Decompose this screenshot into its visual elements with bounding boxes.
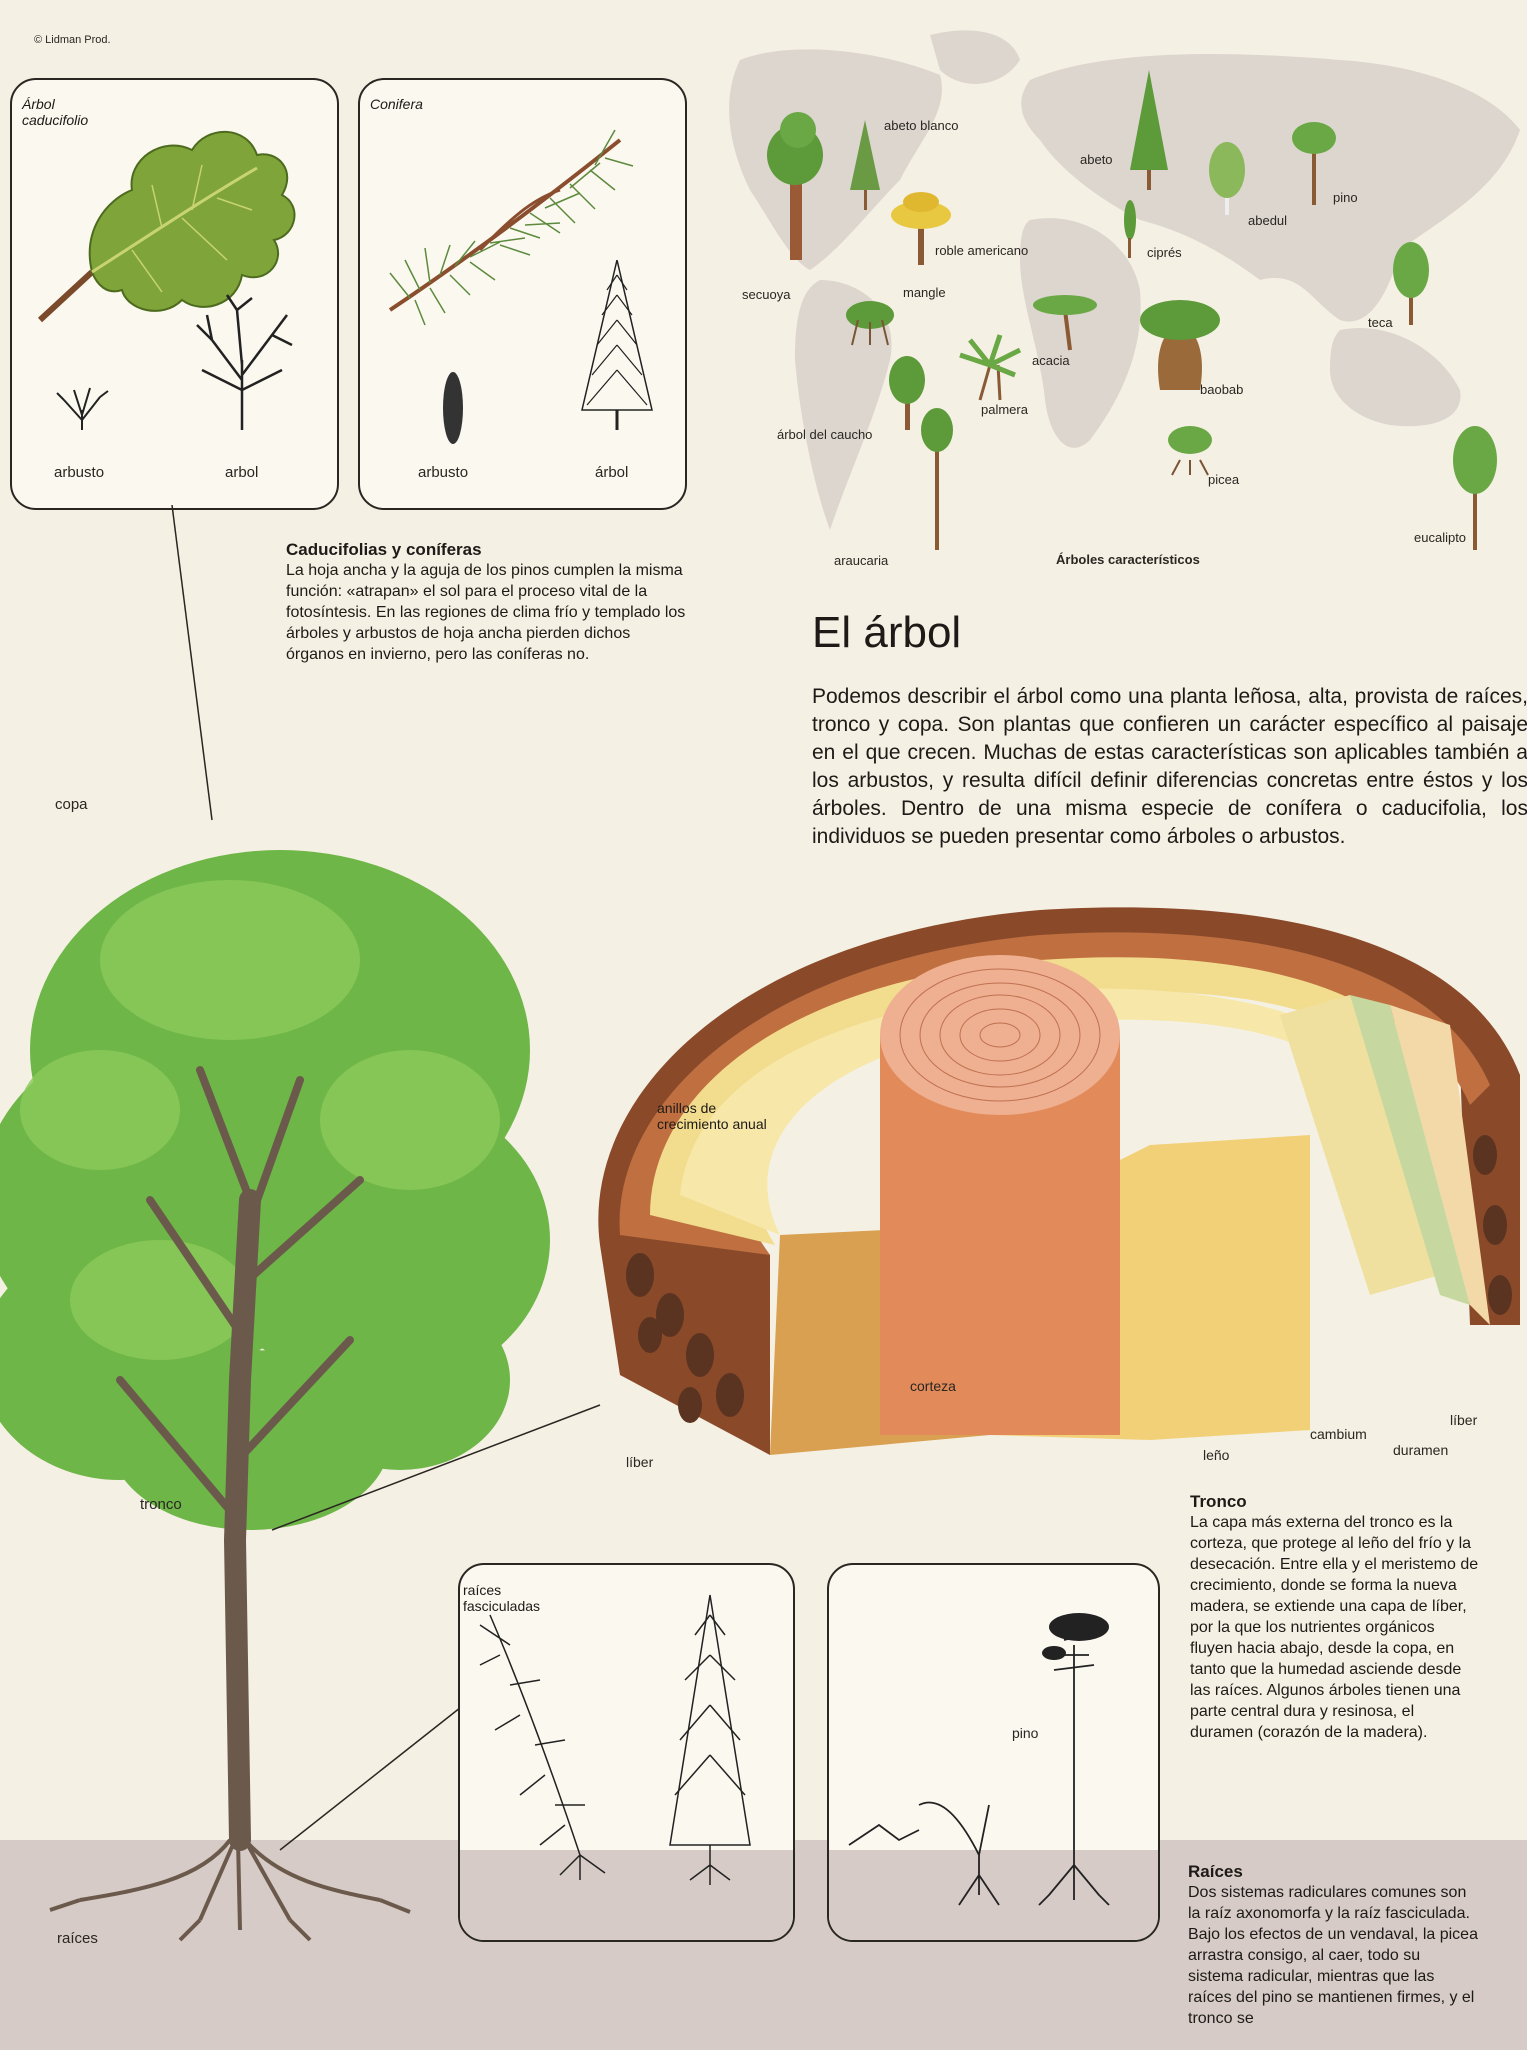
tronco-text: La capa más externa del tronco es la cor… [1190, 1514, 1479, 1741]
map-label-acacia: acacia [1032, 353, 1070, 368]
map-label-mangle: mangle [903, 285, 946, 300]
map-caption: Árboles característicos [1056, 552, 1200, 567]
tree-secuoya-icon [767, 112, 823, 260]
panel-caducifolio-shrub-label: arbusto [54, 464, 105, 481]
map-label-teca: teca [1368, 315, 1393, 330]
tree-abedul-icon [1209, 142, 1245, 215]
tree-mangle-icon [846, 301, 894, 346]
pino-illustration [848, 1613, 1110, 1906]
panel-caducifolio-title: Árbol caducifolio [22, 96, 89, 128]
panel-conifera-title: Conifera [370, 96, 423, 112]
map-label-pino: pino [1333, 190, 1358, 205]
raices-section: Raíces Dos sistemas radiculares comunes … [1188, 1862, 1478, 2050]
tree-abeto-blanco-icon [850, 120, 880, 210]
tree-roble-icon [891, 192, 951, 265]
intro-paragraph: Podemos describir el árbol como una plan… [812, 685, 1527, 848]
conifer-shrub-icon [443, 372, 463, 444]
tronco-section: Tronco La capa más externa del tronco es… [1190, 1492, 1480, 1743]
label-duramen: duramen [1393, 1442, 1449, 1458]
label-tronco: tronco [140, 1496, 182, 1513]
panel-pino-ground [829, 1850, 1158, 1940]
page-title: El árbol [812, 608, 962, 657]
tree-acacia-icon [1033, 295, 1097, 351]
label-anillos: anillos de crecimiento anual [657, 1100, 767, 1132]
map-label-cipres: ciprés [1147, 245, 1182, 260]
panel-conifera: Conifera arbusto árbol [358, 78, 687, 510]
map-label-abedul: abedul [1248, 213, 1288, 228]
label-cambium: cambium [1310, 1426, 1367, 1442]
map-trees [767, 70, 1497, 550]
panel-conifera-shrub-label: arbusto [418, 464, 469, 481]
label-liber-left: líber [626, 1454, 654, 1470]
label-leno: leño [1203, 1447, 1230, 1463]
big-tree-illustration [0, 850, 550, 1942]
panel-raices-pino: pino [827, 1563, 1160, 1942]
tronco-title: Tronco [1190, 1492, 1247, 1511]
bare-shrub-icon [56, 387, 109, 430]
tree-baobab-icon [1140, 300, 1220, 390]
map-label-secuoya: secuoya [742, 287, 791, 302]
panel-caducifolio: Árbol caducifolio arbusto arbol [10, 78, 339, 510]
trunk-connector-lines [271, 1404, 601, 1851]
caducifolias-text: La hoja ancha y la aguja de los pinos cu… [286, 562, 686, 663]
label-copa: copa [55, 796, 88, 813]
tree-cipres-icon [1124, 200, 1136, 258]
map-label-eucalipto: eucalipto [1414, 530, 1467, 545]
conifer-tree-icon [581, 260, 653, 430]
map-label-araucaria: araucaria [834, 553, 889, 568]
pine-branch-illustration [388, 129, 634, 326]
tree-araucaria-icon [921, 408, 953, 550]
label-corteza: corteza [910, 1378, 956, 1394]
panel-caducifolio-tree-label: arbol [225, 464, 259, 481]
tree-picea-icon [1168, 426, 1212, 476]
tree-pino-icon [1292, 122, 1336, 205]
panel-fasciculadas-ground [460, 1850, 793, 1940]
panel-fasciculadas-label: raíces fasciculadas [463, 1582, 541, 1614]
map-label-palmera: palmera [981, 402, 1028, 417]
map-label-abeto-blanco: abeto blanco [884, 118, 959, 133]
bare-tree-icon [196, 294, 293, 430]
tree-palmera-icon [959, 334, 1022, 401]
tree-eucalipto-icon [1453, 426, 1497, 550]
map-label-baobab: baobab [1200, 382, 1244, 397]
panel-raices-fasciculadas: raíces fasciculadas [458, 1563, 795, 1942]
tree-caucho-icon [889, 356, 925, 430]
tree-teca-icon [1393, 242, 1429, 325]
map-label-picea: picea [1208, 472, 1240, 487]
trunk-cross-section [598, 907, 1520, 1455]
tree-abeto-icon [1130, 70, 1168, 190]
panel-conifera-tree-label: árbol [595, 464, 629, 481]
oak-leaf-illustration [37, 130, 296, 323]
caducifolias-caption: Caducifolias y coníferas La hoja ancha y… [286, 540, 686, 665]
credit-text: © Lidman Prod. [34, 34, 111, 46]
caducifolias-title: Caducifolias y coníferas [286, 540, 482, 559]
map-label-abeto: abeto [1080, 152, 1113, 167]
raices-text: Dos sistemas radiculares comunes son la … [1188, 1884, 1478, 2027]
connector-line [171, 505, 213, 821]
fasciculadas-illustration [479, 1594, 751, 1885]
label-raices: raíces [57, 1930, 98, 1947]
raices-title: Raíces [1188, 1862, 1243, 1881]
map-label-roble-americano: roble americano [935, 243, 1029, 258]
map-label-arbol-caucho: árbol del caucho [777, 427, 873, 442]
panel-pino-label: pino [1012, 1725, 1039, 1741]
label-liber-right: líber [1450, 1412, 1478, 1428]
